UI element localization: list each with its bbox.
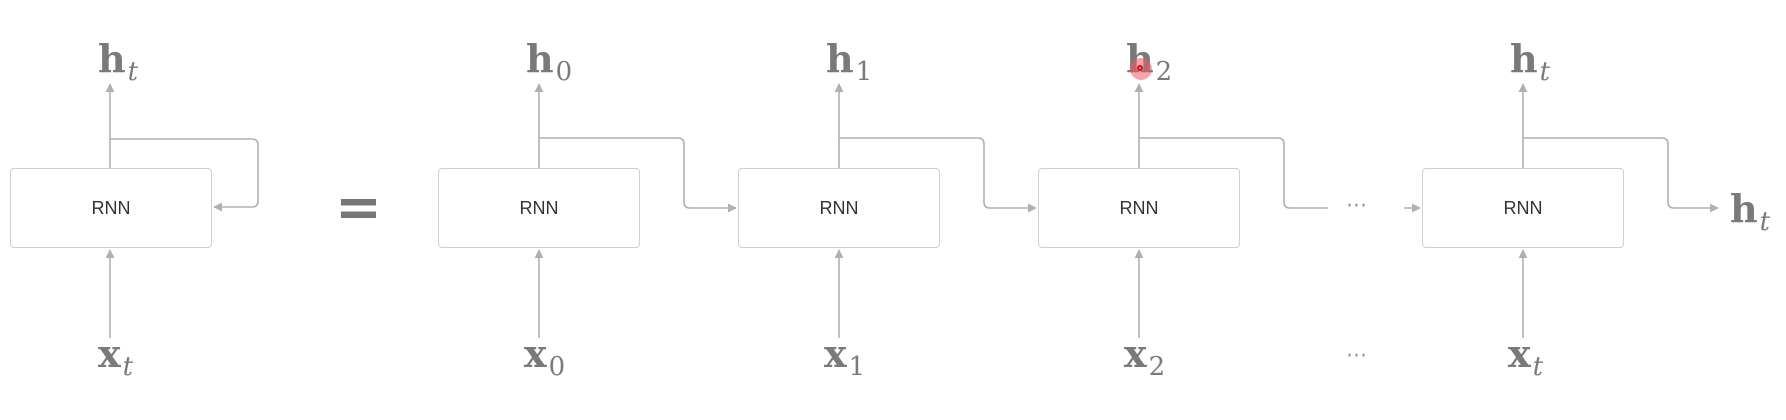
output-label-0: h0: [526, 36, 573, 87]
output-label-1: h1: [826, 36, 873, 87]
folded-rnn-label: RNN: [91, 197, 131, 218]
sequence-ellipsis-bottom: ···: [1346, 344, 1367, 369]
input-label-2: x2: [1124, 331, 1166, 382]
folded-output-label: ht: [98, 36, 139, 87]
rnn-label-1: RNN: [819, 197, 859, 218]
rnn-box-0: RNN: [438, 168, 640, 248]
folded-input-label: xt: [98, 331, 134, 382]
rnn-box-1: RNN: [738, 168, 940, 248]
rnn-label-t: RNN: [1503, 197, 1543, 218]
final-hidden-state-arrow: [1523, 137, 1719, 213]
rnn-label-0: RNN: [519, 197, 559, 218]
hidden-state-arrow-0-1: [539, 137, 737, 213]
rnn-box-t: RNN: [1422, 168, 1624, 248]
final-hidden-state-label: ht: [1730, 186, 1771, 237]
rnn-box-2: RNN: [1038, 168, 1240, 248]
sequence-ellipsis-middle: ···: [1346, 194, 1367, 219]
output-label-t: ht: [1510, 36, 1551, 87]
hidden-state-arrow-2-t-part-a: [1139, 137, 1328, 209]
equals-sign: =: [335, 175, 382, 240]
input-label-1: x1: [824, 331, 866, 382]
folded-rnn-box: RNN: [10, 168, 212, 248]
input-label-t: xt: [1508, 331, 1544, 382]
folded-recurrent-loop-arrow: [110, 138, 259, 212]
input-label-0: x0: [524, 331, 566, 382]
pointer-cursor-icon: [1130, 58, 1152, 80]
hidden-state-arrow-1-2: [839, 137, 1037, 213]
rnn-label-2: RNN: [1119, 197, 1159, 218]
